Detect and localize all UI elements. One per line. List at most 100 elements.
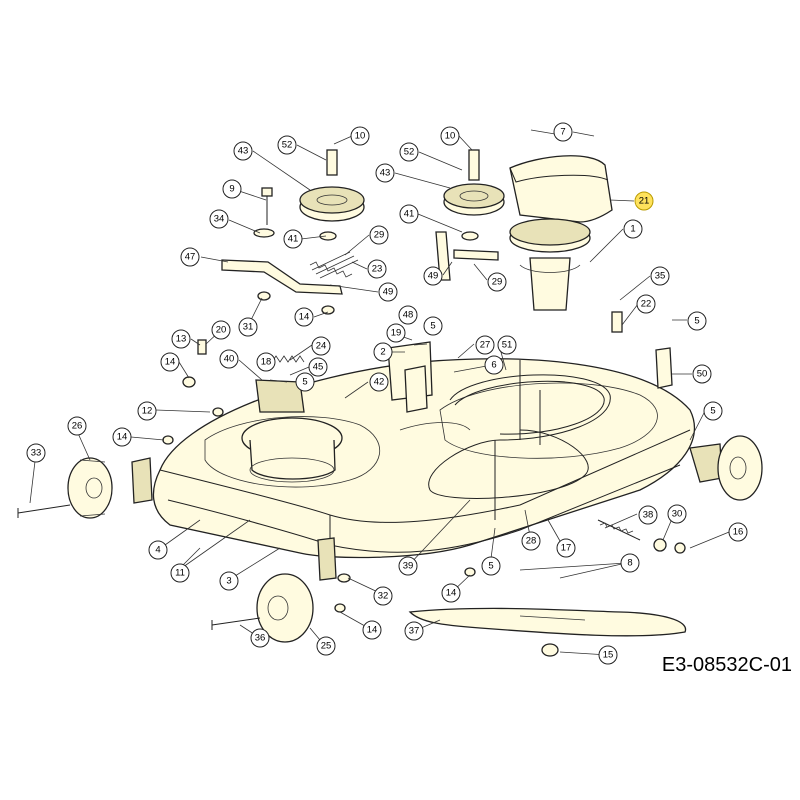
svg-text:2: 2 bbox=[380, 347, 385, 358]
svg-text:43: 43 bbox=[238, 146, 249, 157]
svg-text:12: 12 bbox=[142, 406, 153, 417]
svg-text:1: 1 bbox=[630, 224, 635, 235]
svg-text:30: 30 bbox=[672, 509, 683, 520]
blade-37 bbox=[408, 607, 687, 637]
svg-text:25: 25 bbox=[321, 641, 332, 652]
idler-arm-bracket bbox=[221, 231, 499, 295]
right-idler-pulley bbox=[443, 149, 505, 241]
svg-text:29: 29 bbox=[374, 230, 385, 241]
callout-24: 24 bbox=[311, 336, 331, 356]
callout-51: 51 bbox=[497, 335, 517, 355]
svg-text:3: 3 bbox=[226, 576, 231, 587]
svg-text:7: 7 bbox=[560, 127, 565, 138]
spindle-pulley bbox=[509, 218, 591, 311]
callout-14: 14 bbox=[160, 352, 180, 372]
callout-49: 49 bbox=[423, 266, 443, 286]
callout-21-highlighted: 21 bbox=[634, 191, 654, 211]
callout-41: 41 bbox=[283, 229, 303, 249]
svg-text:29: 29 bbox=[492, 277, 503, 288]
svg-text:27: 27 bbox=[480, 340, 491, 351]
svg-text:18: 18 bbox=[261, 357, 272, 368]
svg-text:21: 21 bbox=[639, 196, 650, 207]
callout-14: 14 bbox=[441, 583, 461, 603]
svg-text:50: 50 bbox=[697, 369, 708, 380]
callout-43: 43 bbox=[375, 163, 395, 183]
svg-text:19: 19 bbox=[391, 328, 402, 339]
bolts bbox=[17, 187, 686, 657]
svg-text:13: 13 bbox=[176, 334, 187, 345]
idler-spring-23 bbox=[309, 251, 359, 279]
callout-17: 17 bbox=[556, 538, 576, 558]
callout-7: 7 bbox=[553, 122, 573, 142]
callout-3: 3 bbox=[219, 571, 239, 591]
callout-27: 27 bbox=[475, 335, 495, 355]
svg-text:5: 5 bbox=[710, 406, 715, 417]
svg-text:41: 41 bbox=[404, 209, 415, 220]
callout-14: 14 bbox=[362, 620, 382, 640]
callout-5: 5 bbox=[295, 372, 315, 392]
svg-text:42: 42 bbox=[374, 377, 385, 388]
callout-37: 37 bbox=[404, 621, 424, 641]
callout-5: 5 bbox=[703, 401, 723, 421]
callout-14: 14 bbox=[112, 427, 132, 447]
left-idler-pulley bbox=[299, 149, 365, 241]
svg-text:23: 23 bbox=[372, 264, 383, 275]
svg-text:10: 10 bbox=[445, 131, 456, 142]
svg-text:8: 8 bbox=[627, 558, 632, 569]
svg-text:36: 36 bbox=[255, 633, 266, 644]
svg-text:16: 16 bbox=[733, 527, 744, 538]
svg-text:48: 48 bbox=[403, 310, 414, 321]
callout-49: 49 bbox=[378, 282, 398, 302]
callout-10: 10 bbox=[350, 126, 370, 146]
svg-text:10: 10 bbox=[355, 131, 366, 142]
bracket-50 bbox=[655, 347, 673, 389]
svg-text:22: 22 bbox=[641, 299, 652, 310]
svg-text:49: 49 bbox=[428, 271, 439, 282]
callout-52: 52 bbox=[399, 142, 419, 162]
svg-text:9: 9 bbox=[229, 184, 234, 195]
document-code: E3-08532C-01 bbox=[661, 654, 792, 676]
svg-text:14: 14 bbox=[299, 312, 310, 323]
svg-text:28: 28 bbox=[526, 536, 537, 547]
svg-text:5: 5 bbox=[430, 321, 435, 332]
callout-45: 45 bbox=[308, 357, 328, 377]
callout-8: 8 bbox=[620, 553, 640, 573]
callout-32: 32 bbox=[373, 586, 393, 606]
svg-text:20: 20 bbox=[216, 325, 227, 336]
callout-28: 28 bbox=[521, 531, 541, 551]
callout-47: 47 bbox=[180, 247, 200, 267]
callout-4: 4 bbox=[148, 540, 168, 560]
callout-2: 2 bbox=[373, 342, 393, 362]
svg-text:11: 11 bbox=[175, 568, 185, 579]
svg-text:14: 14 bbox=[165, 357, 176, 368]
svg-text:5: 5 bbox=[488, 561, 493, 572]
svg-text:6: 6 bbox=[491, 360, 496, 371]
wheel-25 bbox=[256, 573, 314, 643]
callout-11: 11 bbox=[170, 563, 190, 583]
svg-text:14: 14 bbox=[117, 432, 128, 443]
callout-38: 38 bbox=[638, 505, 658, 525]
svg-text:14: 14 bbox=[446, 588, 457, 599]
callout-20: 20 bbox=[211, 320, 231, 340]
svg-text:40: 40 bbox=[224, 354, 235, 365]
callout-41: 41 bbox=[399, 204, 419, 224]
wheel-right bbox=[717, 435, 763, 501]
callout-5: 5 bbox=[423, 316, 443, 336]
callout-42: 42 bbox=[369, 372, 389, 392]
svg-text:45: 45 bbox=[313, 362, 324, 373]
bracket-48 bbox=[387, 341, 433, 413]
callout-29: 29 bbox=[369, 225, 389, 245]
callout-5: 5 bbox=[687, 311, 707, 331]
callout-15: 15 bbox=[598, 645, 618, 665]
callout-19: 19 bbox=[386, 323, 406, 343]
callouts: 10 52 43 9 34 41 29 47 23 49 31 14 10 52… bbox=[26, 122, 748, 665]
callout-12: 12 bbox=[137, 401, 157, 421]
callout-31: 31 bbox=[238, 317, 258, 337]
callout-34: 34 bbox=[209, 209, 229, 229]
callout-14: 14 bbox=[294, 307, 314, 327]
svg-text:52: 52 bbox=[282, 140, 293, 151]
svg-text:35: 35 bbox=[655, 271, 666, 282]
svg-text:39: 39 bbox=[403, 561, 414, 572]
callout-33: 33 bbox=[26, 443, 46, 463]
